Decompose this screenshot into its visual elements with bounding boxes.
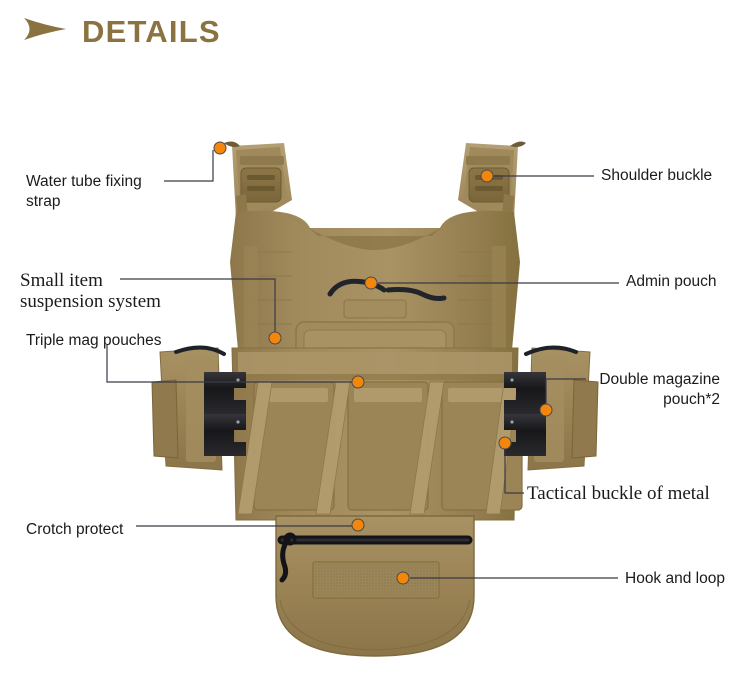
callout-marker-small-item-suspension-system[interactable] (268, 331, 282, 345)
page-header: DETAILS (22, 14, 221, 49)
callout-marker-triple-mag-pouches[interactable] (351, 375, 365, 389)
callout-label-water-tube-fixing-strap: Water tube fixing strap (26, 173, 142, 211)
callout-marker-shoulder-buckle[interactable] (480, 169, 494, 183)
callout-marker-hook-and-loop[interactable] (396, 571, 410, 585)
arrow-right-icon (22, 14, 68, 49)
callout-label-crotch-protect: Crotch protect (26, 521, 124, 538)
callout-label-triple-mag-pouches: Triple mag pouches (26, 332, 162, 349)
callout-marker-admin-pouch[interactable] (364, 276, 378, 290)
callout-label-double-magazine-pouch: Double magazine pouch*2 (599, 371, 720, 409)
callout-marker-tactical-buckle-of-metal[interactable] (498, 436, 512, 450)
callout-label-shoulder-buckle: Shoulder buckle (601, 167, 713, 184)
leader-water-tube-fixing-strap (164, 150, 214, 182)
callout-label-small-item-suspension-system: Small item suspension system (20, 270, 161, 313)
callout-label-hook-and-loop: Hook and loop (625, 570, 725, 587)
callout-label-tactical-buckle-of-metal: Tactical buckle of metal (527, 483, 710, 504)
callout-label-admin-pouch: Admin pouch (626, 273, 717, 290)
leader-triple-mag-pouches (106, 344, 352, 383)
leader-tactical-buckle-of-metal (504, 450, 524, 494)
leader-double-magazine-pouch (545, 378, 586, 404)
page-title: DETAILS (82, 14, 221, 49)
callout-marker-water-tube-fixing-strap[interactable] (213, 141, 227, 155)
callout-marker-double-magazine-pouch[interactable] (539, 403, 553, 417)
leader-small-item-suspension-system (120, 278, 276, 332)
callout-marker-crotch-protect[interactable] (351, 518, 365, 532)
